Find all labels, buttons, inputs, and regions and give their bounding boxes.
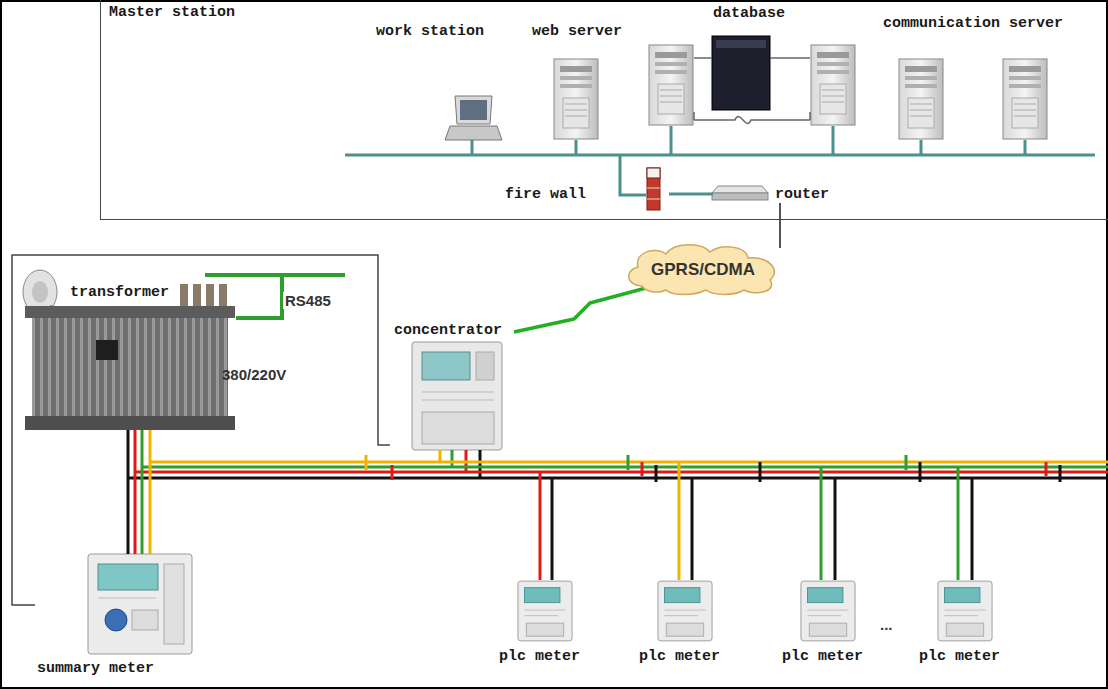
meter-node: plc meter <box>635 572 731 668</box>
ellipsis: ... <box>880 616 893 633</box>
database-icon <box>694 36 810 123</box>
laptop-icon <box>445 96 502 140</box>
device-label: plc meter <box>919 648 1000 665</box>
workstation-node: work station <box>373 23 505 145</box>
server-node: communication server <box>877 15 1105 145</box>
connector <box>669 194 713 195</box>
transformer-icon <box>23 270 235 430</box>
meter-node: plc meter <box>495 572 591 668</box>
device-label: plc meter <box>499 648 580 665</box>
device-label: work station <box>376 23 484 40</box>
transformer-node: transformer <box>20 262 242 434</box>
device-label: communication server <box>883 15 1063 32</box>
edge-label: RS485 <box>283 292 333 309</box>
connector-line <box>12 255 390 605</box>
cloud-label: GPRS/CDMA <box>651 260 755 280</box>
concentrator-taps <box>440 450 480 478</box>
power-bus <box>128 462 1108 478</box>
summary-meter-icon <box>88 554 192 654</box>
firewall-icon <box>647 168 660 210</box>
network-cloud: GPRS/CDMA <box>622 240 784 296</box>
device-label: router <box>775 186 829 203</box>
master-station-region: Master station work station web server data… <box>100 0 1108 220</box>
connector-line <box>141 430 144 554</box>
server-node: web server <box>529 23 647 145</box>
connector <box>514 288 646 332</box>
router-node: router <box>713 181 847 207</box>
connector-line <box>669 193 713 196</box>
device-label: transformer <box>70 284 169 301</box>
meter-node: summary meter <box>35 550 199 680</box>
device-label: concentrator <box>394 322 502 339</box>
connector-line <box>134 430 137 554</box>
server-icons <box>554 45 1047 139</box>
router-icon <box>712 186 768 200</box>
device-label: summary meter <box>37 660 154 677</box>
meter-icons <box>518 581 992 641</box>
connector <box>12 255 390 605</box>
connector-line <box>779 203 781 248</box>
meter-node: plc meter <box>778 572 874 668</box>
meter-drops <box>540 462 972 580</box>
concentrator-icon <box>412 342 502 450</box>
connector-line <box>127 430 130 554</box>
supply-wire <box>205 275 345 318</box>
firewall-node: fire wall <box>501 164 669 215</box>
connector <box>780 203 781 248</box>
device-label: Master station <box>109 4 235 21</box>
database-node: database <box>707 5 799 115</box>
meter-node: plc meter <box>915 572 1011 668</box>
device-label: plc meter <box>782 648 863 665</box>
concentrator-node: concentrator <box>390 322 514 456</box>
device-label: fire wall <box>505 186 586 203</box>
voltage-label: 380/220V <box>222 366 286 383</box>
bus-taps <box>366 455 1060 482</box>
device-label: database <box>713 5 785 22</box>
connector-line <box>514 288 646 332</box>
lan-bus <box>345 126 1095 195</box>
device-label: plc meter <box>639 648 720 665</box>
connector <box>128 430 150 554</box>
connector-line <box>149 430 152 554</box>
device-label: web server <box>532 23 622 40</box>
